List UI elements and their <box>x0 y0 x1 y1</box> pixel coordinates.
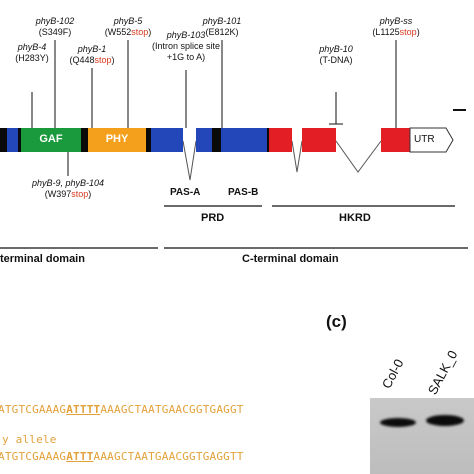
mutation-name: phyB-9, phyB-104 <box>31 178 105 188</box>
exon-blue-2 <box>151 128 183 152</box>
mutation-phyB102: phyB-102 (S349F) <box>30 16 80 38</box>
intron-1 <box>182 140 197 181</box>
gaf-label: GAF <box>39 133 63 145</box>
mutation-name: phyB-103 <box>166 30 206 40</box>
mutation-phyB9: phyB-9, phyB-104 (W397stop) <box>18 178 118 200</box>
gel-image <box>370 398 474 474</box>
exon-red-2 <box>302 128 336 152</box>
mutation-name: phyB-ss <box>379 16 413 26</box>
mutation-phyB5: phyB-5 (W552stop) <box>98 16 158 38</box>
exon-black-3 <box>81 128 88 152</box>
mutation-name: phyB-4 <box>17 42 47 52</box>
gene-diagram <box>0 40 468 249</box>
mutation-change: (L1125stop) <box>372 27 420 37</box>
pas-a-label: PAS-A <box>170 187 201 198</box>
phy-label: PHY <box>105 133 129 145</box>
sequence-line-3: ATGTCGAAAGATTTAAAGCTAATGAACGGTGAGGTT <box>0 450 244 463</box>
mutation-name: phyB-1 <box>77 44 107 54</box>
sequence-highlight-1: ATTTT <box>66 403 101 416</box>
sequence-highlight-2: ATTT <box>66 450 94 463</box>
mutation-change: (E812K) <box>205 27 239 37</box>
utr-label: UTR <box>414 134 435 145</box>
sequence-line-2: y allele <box>2 433 57 446</box>
mutation-pointers <box>31 40 397 176</box>
mutation-phyB1: phyB-1 (Q448stop) <box>62 44 122 66</box>
intron-3 <box>335 140 382 173</box>
gel-band-salk <box>426 415 464 426</box>
mutation-phyB101: phyB-101 (E812K) <box>197 16 247 38</box>
mutation-phyB4: phyB-4 (H283Y) <box>7 42 57 64</box>
mutation-change: (Q448stop) <box>69 55 115 65</box>
exon-blue-start <box>7 128 18 152</box>
exon-black-2 <box>18 128 21 152</box>
hkrd-label: HKRD <box>339 212 371 224</box>
exon-blue-4 <box>221 128 267 152</box>
exon-black-4 <box>146 128 151 152</box>
gel-band-col0 <box>380 418 416 427</box>
c-terminal-label: C-terminal domain <box>242 253 339 265</box>
mutation-change-line1: (Intron splice site <box>151 41 221 51</box>
mutation-change: (W552stop) <box>104 27 152 37</box>
lane-label-salk: SALK_0 <box>424 347 461 397</box>
phy-domain <box>88 128 146 152</box>
mutation-phyBss: phyB-ss (L1125stop) <box>366 16 426 38</box>
exon-red-1 <box>269 128 292 152</box>
mutation-phyB10: phyB-10 (T-DNA) <box>311 44 361 66</box>
panel-c-label: (c) <box>326 312 347 331</box>
exon-red-3 <box>381 128 410 152</box>
mutation-phyB103: phyB-103 (Intron splice site +1G to A) <box>146 30 226 63</box>
mutation-name: phyB-101 <box>202 16 242 26</box>
pas-b-label: PAS-B <box>228 187 259 198</box>
lane-label-col0: Col-0 <box>378 356 407 391</box>
mutation-change: (S349F) <box>38 27 72 37</box>
gaf-domain <box>21 128 81 152</box>
mutation-name: phyB-5 <box>113 16 143 26</box>
exon-black-5 <box>212 128 221 152</box>
exon-blue-3 <box>196 128 212 152</box>
mutation-change-line2: +1G to A) <box>166 52 206 62</box>
exon-black-start <box>0 128 7 152</box>
mutation-name: phyB-10 <box>319 44 353 54</box>
exon-black-6 <box>267 128 269 152</box>
mutation-name: phyB-102 <box>35 16 75 26</box>
mutation-change: (T-DNA) <box>319 55 353 65</box>
prd-label: PRD <box>201 212 225 224</box>
mutation-change: (H283Y) <box>15 53 49 63</box>
sequence-line-1: ATGTCGAAAGATTTTAAAGCTAATGAACGGTGAGGT <box>0 403 244 416</box>
n-terminal-label: terminal domain <box>0 253 85 265</box>
utr-block <box>409 127 454 153</box>
intron-2 <box>291 140 303 173</box>
mutation-change: (W397stop) <box>44 189 92 199</box>
